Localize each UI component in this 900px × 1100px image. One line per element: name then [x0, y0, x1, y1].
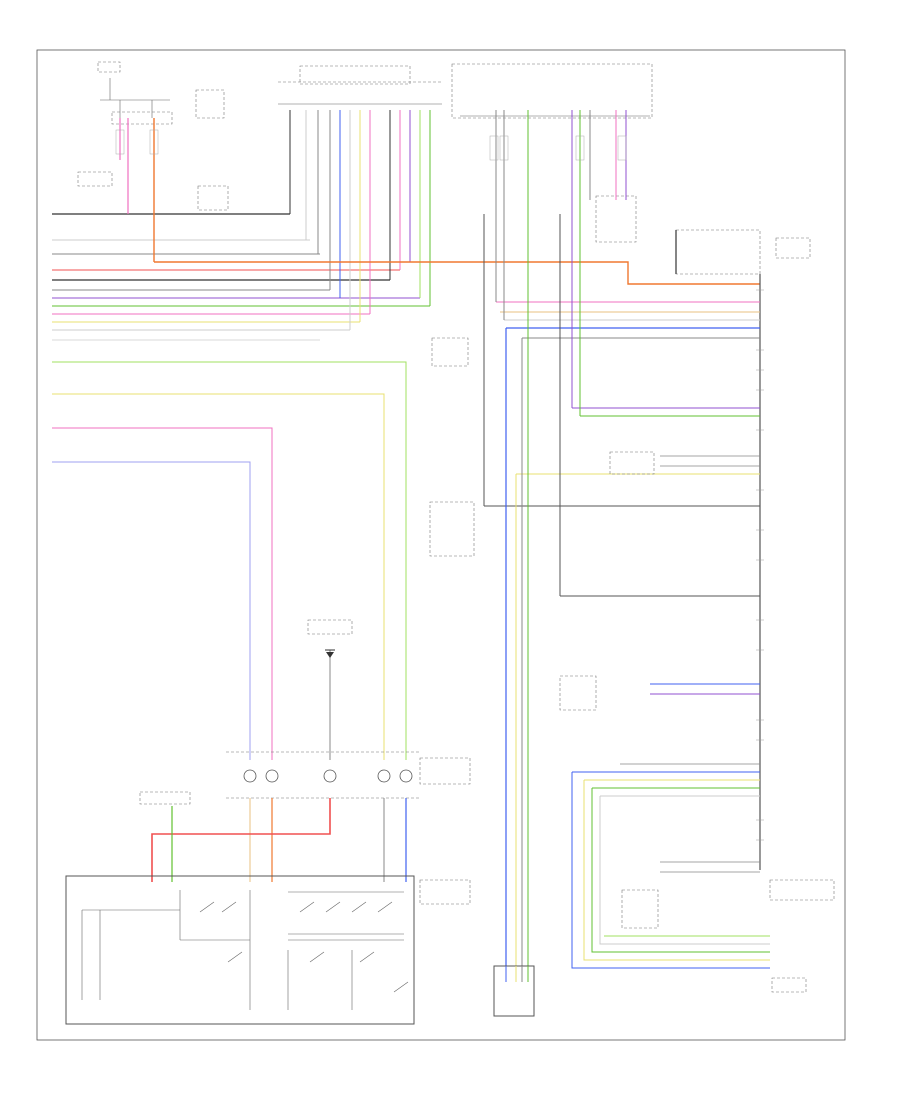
switch-module	[65, 875, 471, 1025]
lower-connector-row	[226, 751, 471, 799]
right-vertical-bundle	[483, 110, 627, 966]
module-pin-ticks	[756, 289, 764, 841]
switch-feed-wires	[139, 791, 407, 882]
ground-symbol	[307, 619, 353, 658]
lower-right-loop-wires	[571, 772, 770, 969]
right-module-connector	[675, 229, 761, 870]
right-harness-lines	[484, 301, 760, 873]
top-left-connector-pins	[115, 129, 627, 161]
diagram-frame	[36, 49, 846, 1041]
fuse-block-top-left	[97, 61, 173, 125]
connector-strip-top-center	[278, 65, 442, 105]
top-vertical-wires	[119, 110, 431, 330]
power-source-label-left	[77, 89, 229, 211]
left-long-wires	[52, 361, 407, 760]
connector-block-top-right	[451, 63, 653, 243]
small-connector-labels	[429, 237, 835, 993]
left-harness-lines	[52, 213, 430, 341]
clockspring-box	[493, 965, 535, 1017]
orange-power-wire	[154, 261, 760, 285]
